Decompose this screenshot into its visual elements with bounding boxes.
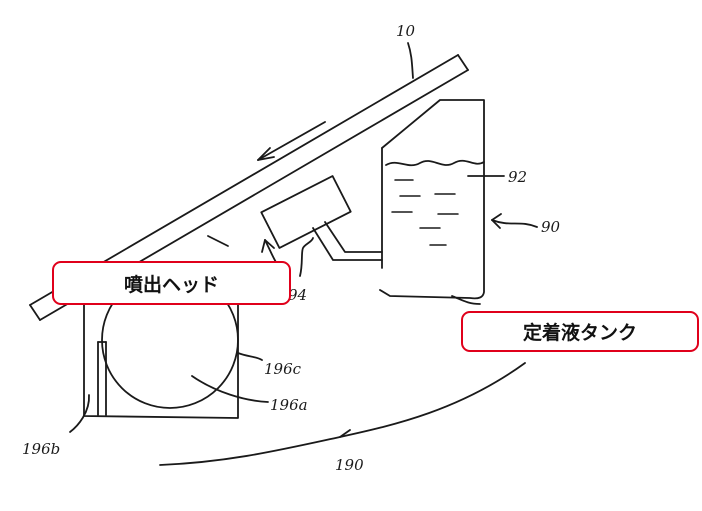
leader-196c xyxy=(237,352,263,361)
ejection-head xyxy=(260,175,352,249)
callout-ejection-head: 噴出ヘッド xyxy=(52,261,291,305)
leader-90 xyxy=(491,213,538,229)
brace-190-tip xyxy=(339,429,351,438)
ref-196a: 196a xyxy=(270,396,308,414)
leader-196b xyxy=(69,394,90,433)
callout-fixing-liquid-tank: 定着液タンク xyxy=(461,311,699,352)
ref-190: 190 xyxy=(335,456,364,474)
direction-arrow xyxy=(257,121,326,161)
ref-94: 94 xyxy=(288,286,307,304)
tank-squiggle xyxy=(451,295,481,305)
ref-196b: 196b xyxy=(22,440,60,458)
ref-90: 90 xyxy=(541,218,561,236)
head-tick xyxy=(207,235,229,247)
callout-ejection-head-label: 噴出ヘッド xyxy=(123,273,219,296)
supply-pipe xyxy=(312,221,383,261)
callout-fixing-liquid-tank-label: 定着液タンク xyxy=(522,322,637,344)
leader-10 xyxy=(407,42,414,79)
tank-body xyxy=(379,99,485,300)
ref-10: 10 xyxy=(396,22,416,40)
ref-92: 92 xyxy=(508,168,527,186)
housing xyxy=(83,295,239,419)
leader-196a xyxy=(191,375,269,403)
ref-196c: 196c xyxy=(264,360,302,378)
liquid-level-dashes xyxy=(391,179,459,246)
brace-190 xyxy=(159,362,526,466)
